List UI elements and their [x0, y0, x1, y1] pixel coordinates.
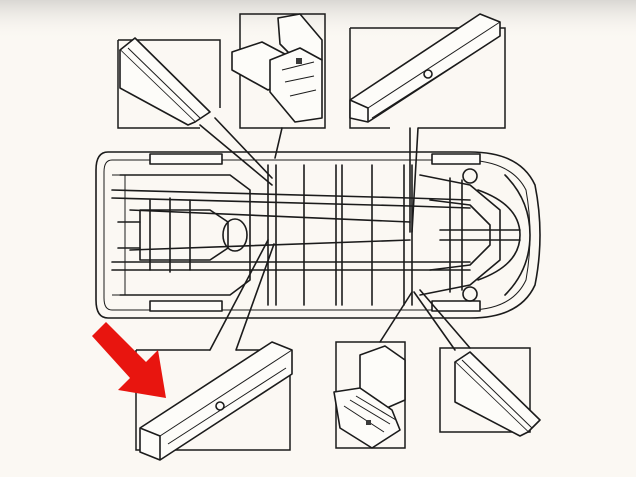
callout-bottom-right: [413, 289, 541, 437]
callout-bottom-left: [135, 239, 293, 461]
callout-bottom-center: [333, 291, 413, 449]
callout-top-center: [231, 13, 326, 159]
top-shading: [0, 0, 636, 40]
callout-top-right: [349, 13, 506, 233]
highlight-arrow: [92, 322, 166, 398]
vehicle-underbody: [95, 151, 541, 319]
callout-top-left: [117, 37, 273, 186]
